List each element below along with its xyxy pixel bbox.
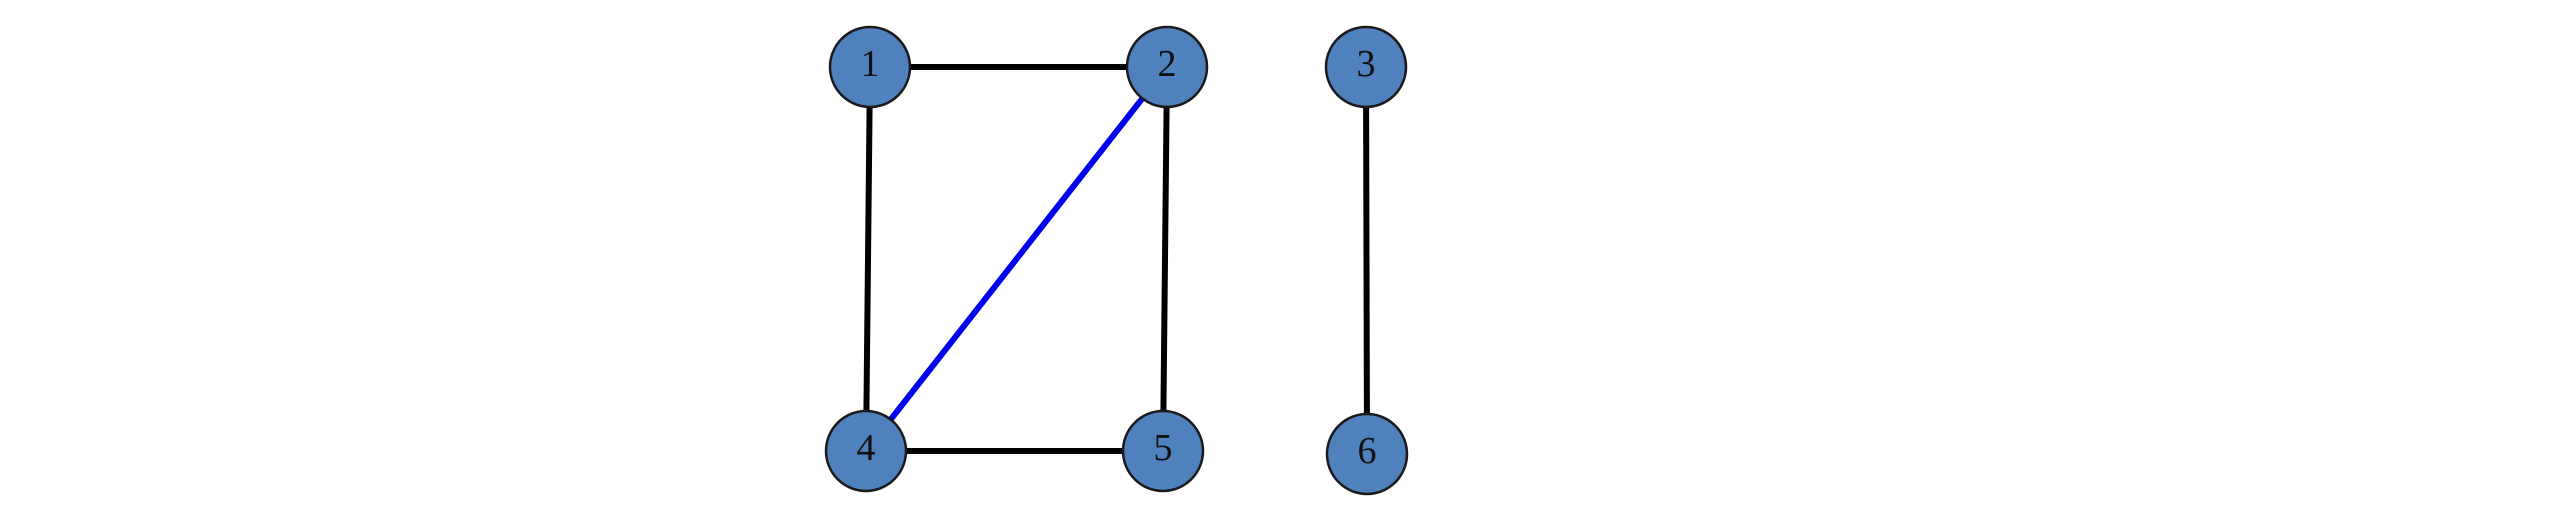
edge-2-5 (1160, 64, 1170, 454)
node-label: 1 (861, 43, 880, 85)
node-circle (1324, 25, 1408, 109)
node-circle (1125, 25, 1209, 109)
node-label: 2 (1158, 43, 1177, 85)
edge-2-4-highlighted (863, 64, 1170, 454)
node-2: 2 (1125, 25, 1209, 109)
edge-3-6 (1363, 64, 1370, 457)
node-circle (1325, 412, 1409, 496)
node-4: 4 (824, 409, 908, 493)
node-5: 5 (1121, 409, 1205, 493)
node-circle (1121, 409, 1205, 493)
node-label: 3 (1357, 43, 1376, 85)
node-circle (828, 25, 912, 109)
node-3: 3 (1324, 25, 1408, 109)
node-circle (824, 409, 908, 493)
node-1: 1 (828, 25, 912, 109)
node-label: 5 (1154, 427, 1173, 469)
node-layer: 1 2 3 4 5 6 (824, 25, 1409, 496)
node-label: 6 (1358, 430, 1377, 472)
node-6: 6 (1325, 412, 1409, 496)
node-label: 4 (857, 427, 876, 469)
edge-1-4 (863, 64, 873, 454)
edge-layer (863, 64, 1370, 457)
